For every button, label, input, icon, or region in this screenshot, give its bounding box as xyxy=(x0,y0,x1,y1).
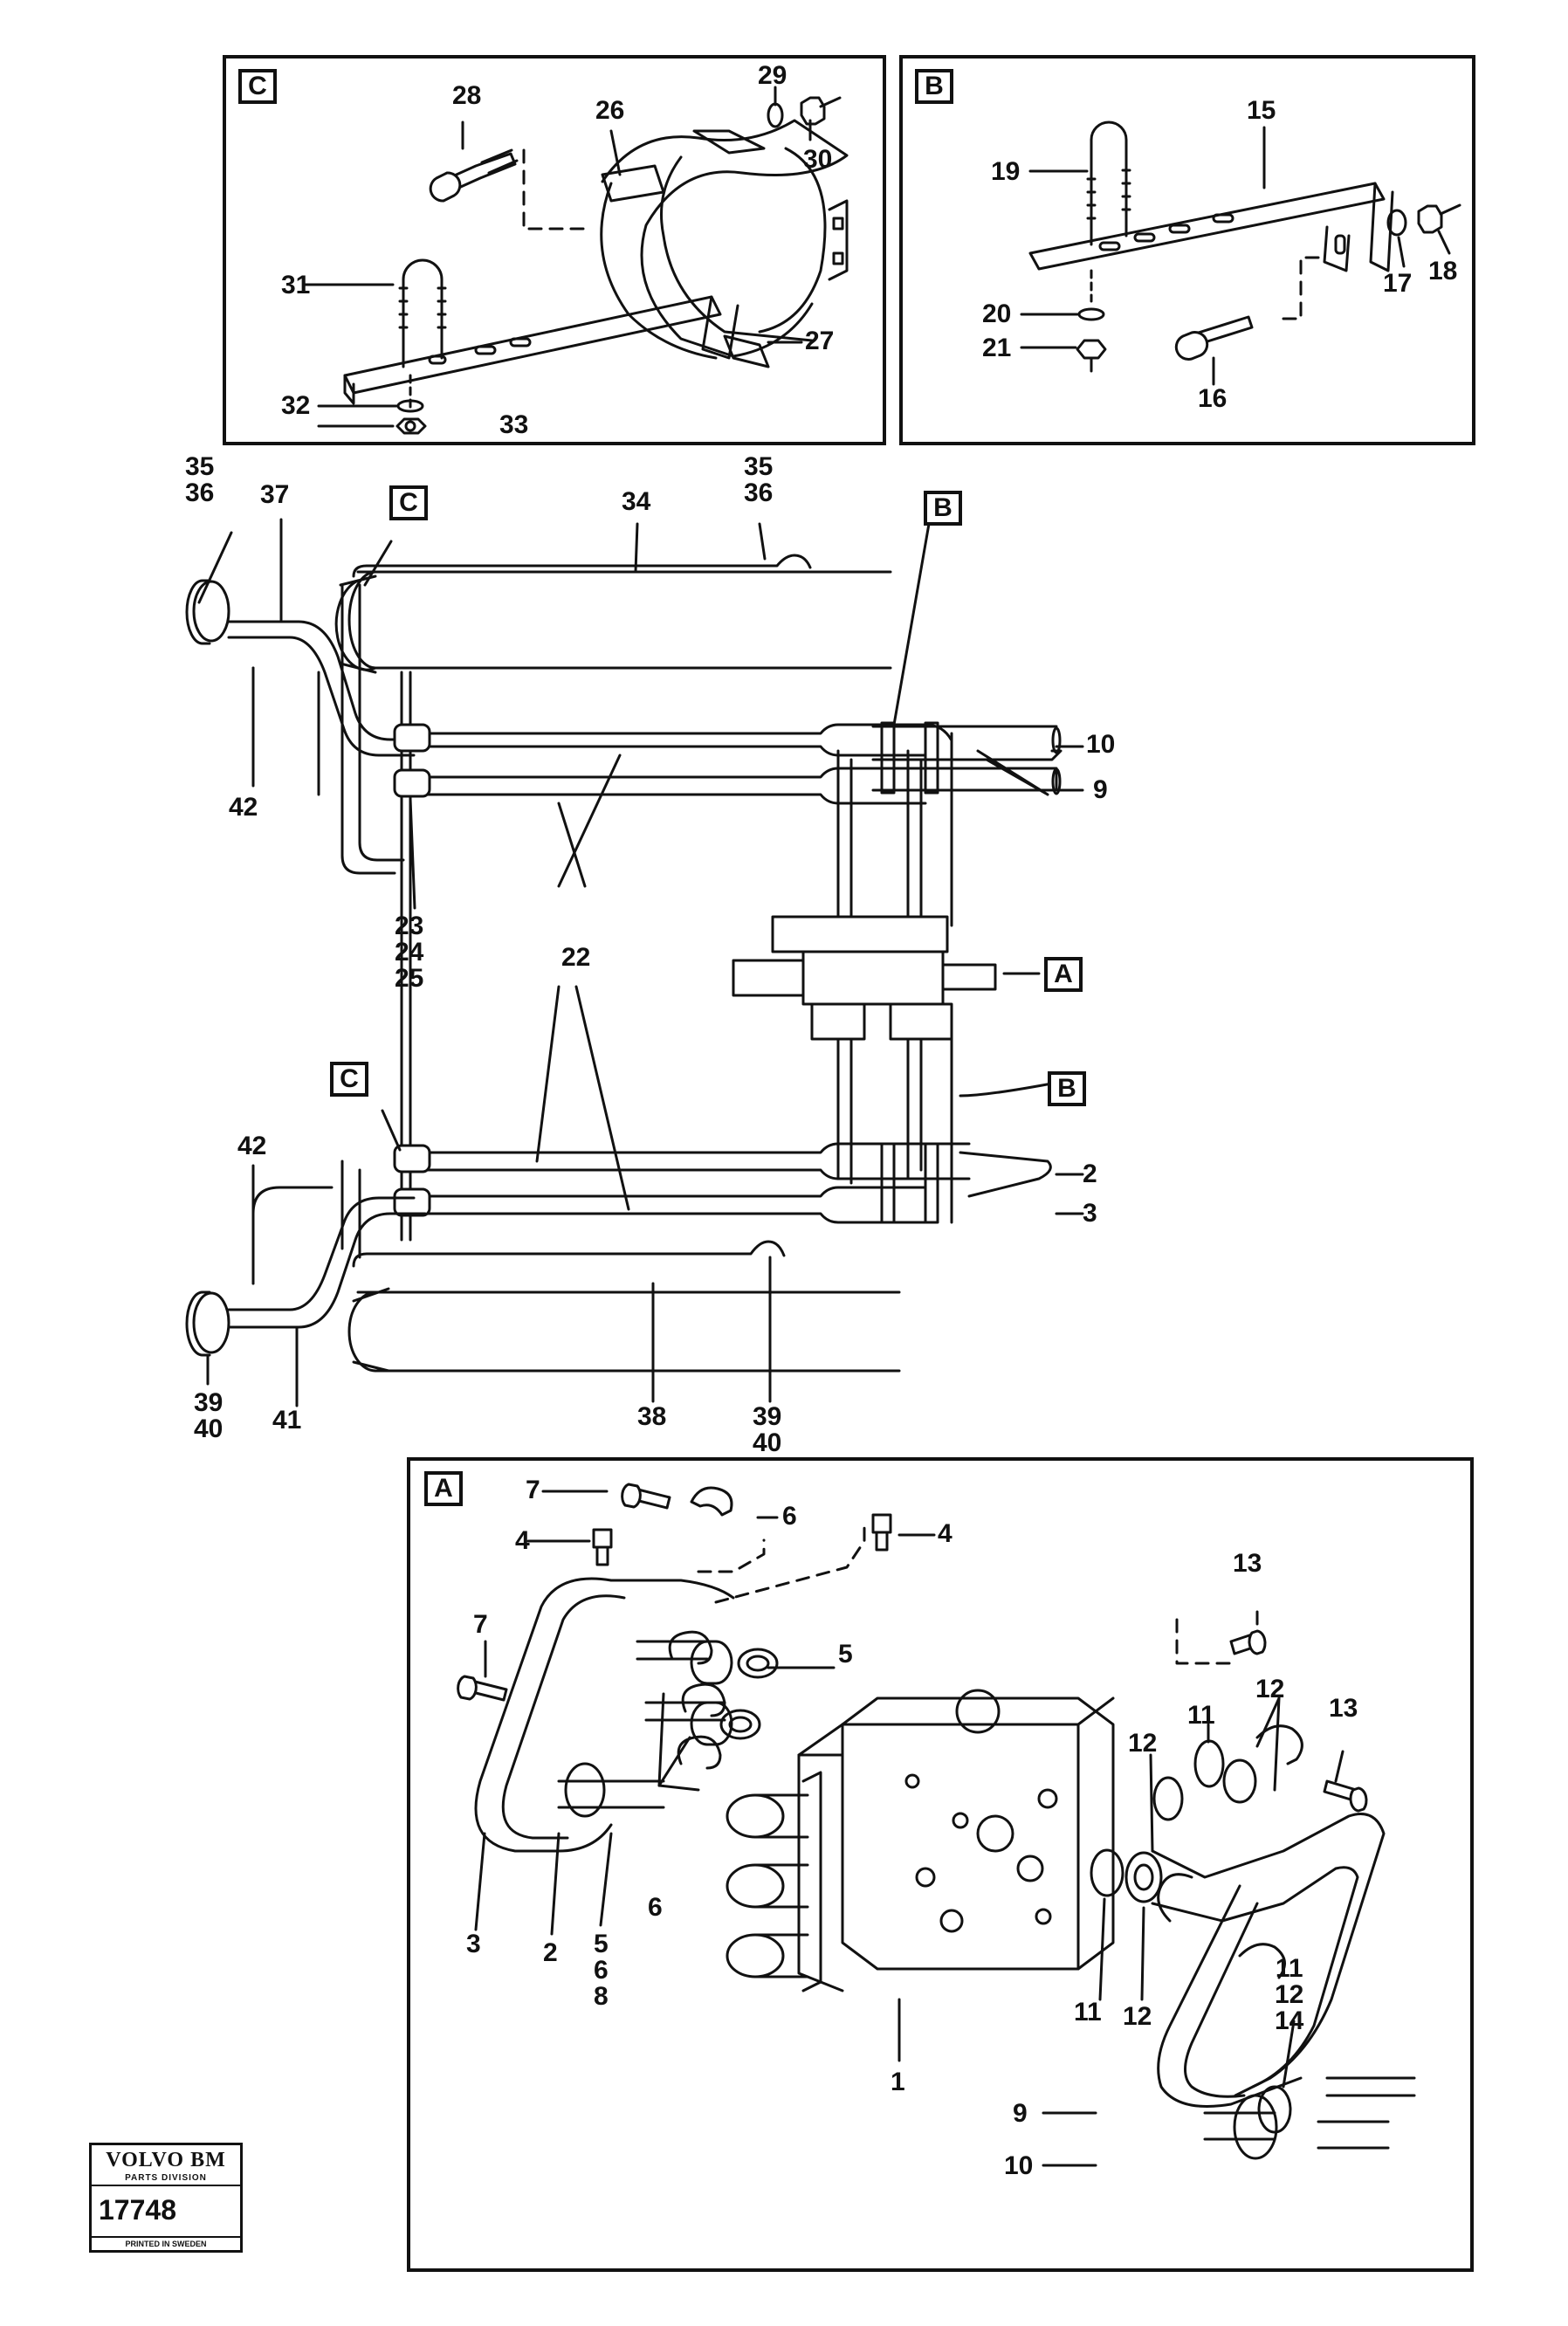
callout-42-top: 42 xyxy=(229,793,258,822)
callout-34: 34 xyxy=(622,487,651,516)
callout-1: 1 xyxy=(891,2068,905,2096)
callout-11-bottom: 11 xyxy=(1074,1998,1102,2027)
callout-41: 41 xyxy=(272,1406,302,1435)
ref-tag-a-mid: A xyxy=(1044,957,1083,992)
callout-16: 16 xyxy=(1198,384,1228,413)
callout-5-top: 5 xyxy=(838,1640,853,1669)
callout-21: 21 xyxy=(982,334,1012,362)
callout-7-top: 7 xyxy=(526,1476,540,1504)
callout-11-12-14: 11 12 14 xyxy=(1275,1954,1304,2035)
callout-11-right: 11 xyxy=(1187,1701,1215,1730)
callout-12-mid: 12 xyxy=(1128,1729,1158,1758)
ref-tag-c-top: C xyxy=(389,485,428,520)
callout-4-right: 4 xyxy=(938,1519,952,1548)
callout-27: 27 xyxy=(805,327,835,355)
panel-tag-c: C xyxy=(238,69,277,104)
panel-tag-a: A xyxy=(424,1471,463,1506)
callout-30: 30 xyxy=(803,145,833,174)
callout-6-detail: 6 xyxy=(648,1893,663,1922)
printed-in-label: PRINTED IN SWEDEN xyxy=(92,2236,240,2248)
callout-3-mid: 3 xyxy=(1083,1199,1097,1228)
parts-division-label: PARTS DIVISION xyxy=(92,2173,240,2186)
callout-33: 33 xyxy=(499,410,529,439)
callout-5-6-8: 5 6 8 xyxy=(594,1930,609,2011)
callout-10-detail: 10 xyxy=(1004,2151,1034,2180)
callout-20: 20 xyxy=(982,299,1012,328)
callout-29: 29 xyxy=(758,61,787,90)
ref-tag-b-top: B xyxy=(924,491,962,526)
panel-tag-b: B xyxy=(915,69,953,104)
callout-22: 22 xyxy=(561,943,591,972)
callout-15: 15 xyxy=(1247,96,1276,125)
callout-7-left: 7 xyxy=(473,1610,488,1639)
callout-6-top: 6 xyxy=(782,1502,797,1531)
callout-4-left: 4 xyxy=(515,1526,530,1555)
callout-12-bottom: 12 xyxy=(1123,2002,1152,2031)
callout-10-top: 10 xyxy=(1086,730,1116,759)
detail-panel-b: B xyxy=(899,55,1475,445)
panel-c-drawing xyxy=(302,86,849,435)
callout-39-40-left: 39 40 xyxy=(194,1388,224,1443)
brand-logo-text: VOLVO BM xyxy=(106,2149,226,2171)
callout-39-40-right: 39 40 xyxy=(753,1402,782,1457)
callout-13-top: 13 xyxy=(1233,1549,1262,1578)
callout-37: 37 xyxy=(260,480,290,509)
callout-31: 31 xyxy=(281,271,311,299)
illustration-number: 17748 xyxy=(99,2194,176,2226)
panel-a-drawing xyxy=(457,1483,1416,2167)
callout-3-detail: 3 xyxy=(466,1930,481,1958)
panel-b-drawing xyxy=(1020,120,1461,386)
callout-35-36-top-left: 35 36 xyxy=(185,452,215,507)
callout-19: 19 xyxy=(991,157,1021,186)
callout-32: 32 xyxy=(281,391,311,420)
callout-18: 18 xyxy=(1428,257,1458,286)
volvo-bm-catalog-block: VOLVO BM PARTS DIVISION 17748 PRINTED IN… xyxy=(89,2143,243,2253)
detail-panel-c: C xyxy=(223,55,886,445)
ref-tag-b-mid: B xyxy=(1048,1071,1086,1106)
callout-9-detail: 9 xyxy=(1013,2099,1028,2128)
callout-38: 38 xyxy=(637,1402,667,1431)
middle-assembly-drawing xyxy=(185,518,1084,1407)
callout-35-36-top-right: 35 36 xyxy=(744,452,774,507)
callout-13-right: 13 xyxy=(1329,1694,1358,1723)
callout-42-bottom: 42 xyxy=(237,1132,267,1160)
callout-23-24-25: 23 24 25 xyxy=(395,912,424,993)
callout-9-top: 9 xyxy=(1093,775,1108,804)
callout-2-detail: 2 xyxy=(543,1938,558,1967)
callout-2-mid: 2 xyxy=(1083,1160,1097,1188)
detail-panel-a: A xyxy=(407,1457,1474,2272)
ref-tag-c-bottom: C xyxy=(330,1062,368,1097)
callout-28: 28 xyxy=(452,81,482,110)
callout-26: 26 xyxy=(595,96,625,125)
callout-12-top: 12 xyxy=(1255,1675,1285,1703)
callout-17: 17 xyxy=(1383,269,1413,298)
